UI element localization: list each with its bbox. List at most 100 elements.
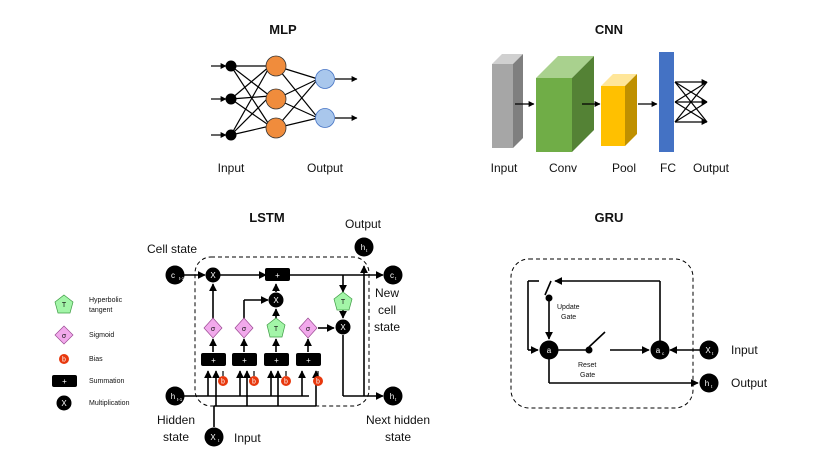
gru-title: GRU: [595, 210, 624, 225]
lstm-wires: [184, 265, 384, 427]
svg-text:X: X: [210, 433, 216, 442]
lstm-output-label: Output: [345, 217, 382, 231]
gru-reset-switch-dot: [585, 346, 593, 354]
legend-summation: + Summation: [52, 375, 125, 387]
svg-text:h: h: [361, 243, 365, 252]
svg-text:σ: σ: [242, 326, 247, 333]
svg-text:b: b: [284, 379, 288, 386]
cnn-title: CNN: [595, 22, 623, 37]
svg-text:t: t: [395, 397, 397, 402]
svg-text:t-1: t-1: [177, 397, 183, 402]
lstm-new-cell-state-line3: state: [374, 320, 400, 334]
svg-text:Hyperbolic: Hyperbolic: [89, 297, 123, 304]
svg-text:T: T: [274, 326, 279, 333]
svg-text:σ: σ: [211, 326, 216, 333]
lstm-c-next-node: c t: [383, 265, 403, 285]
gru-reset-gate-line2: Gate: [580, 372, 595, 379]
mlp-output-node: [315, 69, 335, 89]
lstm-cell-sum-symbol: +: [275, 271, 280, 280]
lstm-c-prev-node: c t-1: [165, 265, 185, 285]
lstm-hidden-state-line1: Hidden: [157, 413, 195, 427]
svg-text:a: a: [547, 346, 552, 355]
svg-text:c: c: [390, 271, 394, 280]
mlp-input-label: Input: [218, 161, 245, 175]
mlp-input-node: [225, 60, 237, 72]
mlp-panel: MLP Input Output: [211, 22, 358, 175]
cnn-panel: CNN: [491, 22, 730, 175]
svg-text:t: t: [395, 276, 397, 281]
svg-text:tangent: tangent: [89, 307, 112, 314]
lstm-mult-nodes: X X X: [205, 267, 351, 335]
svg-text:σ: σ: [306, 326, 311, 333]
lstm-new-cell-state-line2: cell: [378, 303, 396, 317]
svg-text:Summation: Summation: [89, 378, 125, 385]
svg-text:T: T: [341, 299, 346, 306]
cnn-input-label: Input: [491, 161, 518, 175]
svg-text:h: h: [705, 379, 709, 388]
legend-sigmoid: σ Sigmoid: [54, 325, 114, 345]
legend-bias: b Bias: [59, 354, 103, 364]
svg-text:σ: σ: [62, 333, 67, 340]
svg-text:+: +: [306, 356, 311, 365]
svg-text:c: c: [171, 271, 175, 280]
lstm-sum-gates: + + + +: [201, 353, 321, 366]
lstm-next-hidden-line1: Next hidden: [366, 413, 430, 427]
svg-text:h: h: [390, 392, 394, 401]
mlp-input-node: [225, 129, 237, 141]
cnn-fc-label: FC: [660, 161, 676, 175]
svg-text:X: X: [210, 271, 216, 280]
gru-panel: GRU a: [510, 210, 768, 409]
gru-cell-box: [510, 258, 694, 409]
lstm-h-prev-node: h t-1: [165, 386, 185, 406]
svg-text:X: X: [61, 399, 67, 408]
gru-update-gate-line1: Update: [557, 304, 580, 311]
mlp-hidden-node: [265, 88, 287, 110]
lstm-h-output-node: h t: [354, 237, 374, 257]
svg-text:X: X: [340, 323, 346, 332]
lstm-sigmoid-nodes: σ σ σ: [203, 317, 318, 339]
cnn-output-arrows: [674, 79, 708, 125]
mlp-hidden-node: [265, 55, 287, 77]
gru-x-node: X t: [699, 340, 719, 360]
svg-text:+: +: [62, 377, 67, 386]
cnn-fc-block: [659, 52, 674, 152]
svg-text:t: t: [366, 248, 368, 253]
svg-text:Multiplication: Multiplication: [89, 400, 130, 407]
svg-text:b: b: [221, 379, 225, 386]
svg-text:t: t: [218, 438, 220, 443]
gru-reset-gate-line1: Reset: [578, 362, 596, 369]
lstm-tanh-nodes: T T: [266, 291, 353, 338]
gru-update-switch-dot: [545, 294, 553, 302]
svg-text:Sigmoid: Sigmoid: [89, 332, 114, 339]
gru-a-node: a: [539, 340, 559, 360]
lstm-cell-state-label: Cell state: [147, 242, 197, 256]
legend: T Hyperbolic tangent σ Sigmoid b Bias + …: [52, 294, 130, 411]
lstm-x-input-node: X t: [204, 427, 224, 447]
lstm-bias-nodes: b b b b: [218, 371, 323, 386]
lstm-title: LSTM: [249, 210, 284, 225]
mlp-hidden-node: [265, 117, 287, 139]
svg-text:a: a: [656, 346, 661, 355]
svg-text:t: t: [711, 384, 713, 389]
lstm-panel: LSTM Output Cell state: [147, 210, 430, 447]
gru-input-label: Input: [731, 343, 758, 357]
svg-text:+: +: [242, 356, 247, 365]
mlp-input-arrows: [211, 63, 227, 138]
svg-text:b: b: [316, 379, 320, 386]
lstm-input-label: Input: [234, 431, 261, 445]
svg-text:X: X: [705, 346, 711, 355]
lstm-cell-sum: [265, 268, 290, 281]
cnn-output-label: Output: [693, 161, 730, 175]
mlp-title: MLP: [269, 22, 297, 37]
gru-h-node: h t: [699, 373, 719, 393]
lstm-new-cell-state-line1: New: [375, 286, 399, 300]
svg-text:t-1: t-1: [179, 276, 185, 281]
svg-text:+: +: [274, 356, 279, 365]
cnn-input-block: [492, 54, 523, 148]
cnn-conv-block: [536, 56, 594, 152]
svg-text:X: X: [273, 296, 279, 305]
legend-multiplication: X Multiplication: [56, 395, 130, 411]
cnn-pool-label: Pool: [612, 161, 636, 175]
gru-output-label: Output: [731, 376, 768, 390]
